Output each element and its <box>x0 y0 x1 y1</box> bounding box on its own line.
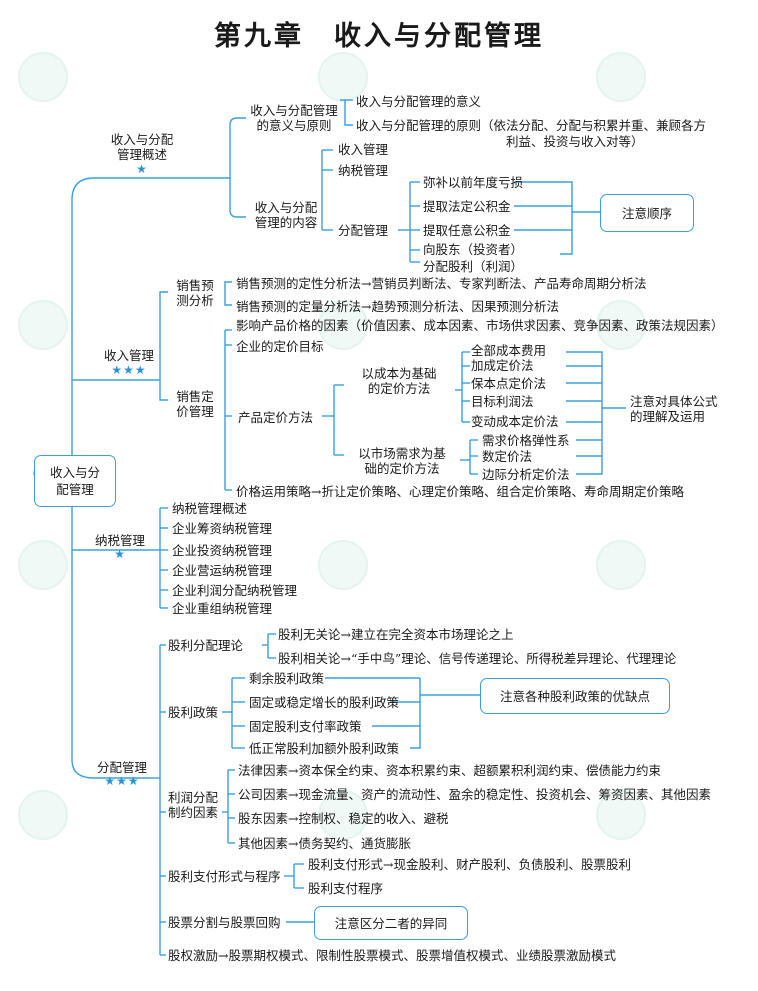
node-dividend-policy: 股利政策 <box>168 705 219 720</box>
leaf: 提取任意公积金 <box>423 223 511 238</box>
watermark-logo <box>596 540 646 590</box>
leaf: 销售预测的定性分析法→营销员判断法、专家判断法、产品寿命周期分析法 <box>236 276 647 291</box>
node-meaning-principles: 收入与分配管理 的意义与原则 <box>250 103 338 133</box>
leaf: 分配股利（利润） <box>423 259 524 274</box>
leaf: 企业营运纳税管理 <box>172 563 273 578</box>
leaf: 销售预测的定量分析法→趋势预测分析法、因果预测分析法 <box>236 299 559 314</box>
leaf: 纳税管理 <box>338 163 389 178</box>
leaf: 加成定价法 <box>471 358 534 373</box>
watermark-logo <box>18 300 68 350</box>
leaf: 剩余股利政策 <box>249 671 325 686</box>
section-label-tax: 纳税管理 <box>94 533 145 548</box>
leaf: 法律因素→资本保全约束、资本积累约束、超额累积利润约束、偿债能力约束 <box>238 763 661 778</box>
leaf: 向股东（投资者） <box>423 242 524 257</box>
rating-stars: ★★★ <box>111 363 147 377</box>
node-dividend-theory: 股利分配理论 <box>168 638 244 653</box>
leaf: 全部成本费用 <box>471 343 547 358</box>
leaf: 企业重组纳税管理 <box>172 601 273 616</box>
leaf: 边际分析定价法 <box>482 467 570 482</box>
watermark-logo <box>596 790 646 840</box>
rating-stars: ★ <box>114 547 126 561</box>
leaf: 股利相关论→“手中鸟”理论、信号传递理论、所得税差异理论、代理理论 <box>278 651 677 666</box>
section-label-overview: 收入与分配 管理概述 <box>110 132 174 162</box>
node-cost-based: 以成本为基础 的定价方法 <box>361 366 437 396</box>
watermark-logo <box>318 790 368 840</box>
page-title: 第九章 收入与分配管理 <box>214 21 544 52</box>
leaf: 企业投资纳税管理 <box>172 543 273 558</box>
leaf: 利益、投资与收入对等） <box>506 134 644 149</box>
note-box: 注意各种股利政策的优缺点 <box>480 678 670 714</box>
watermark-logo <box>18 52 68 102</box>
leaf: 收入管理 <box>338 142 389 157</box>
leaf: 目标利润法 <box>471 394 534 409</box>
leaf: 股利无关论→建立在完全资本市场理论之上 <box>278 627 514 642</box>
leaf: 企业筹资纳税管理 <box>172 521 273 536</box>
leaf: 其他因素→债务契约、通货膨胀 <box>238 836 411 851</box>
leaf: 股权激励→股票期权模式、限制性股票模式、股票增值权模式、业绩股票激励模式 <box>168 948 616 963</box>
watermark-logo <box>596 52 646 102</box>
leaf: 固定或稳定增长的股利政策 <box>249 695 400 710</box>
leaf: 收入与分配管理的原则（依法分配、分配与积累并重、兼顾各方 <box>356 118 707 133</box>
leaf: 提取法定公积金 <box>423 199 511 214</box>
leaf: 固定股利支付率政策 <box>249 719 362 734</box>
node-pricing: 销售定 价管理 <box>176 389 214 419</box>
leaf: 影响产品价格的因素（价值因素、成本因素、市场供求因素、竞争因素、政策法规因素） <box>236 318 724 333</box>
leaf: 收入与分配管理的意义 <box>356 94 482 109</box>
section-label-distribution: 分配管理 <box>96 760 147 775</box>
leaf: 企业利润分配纳税管理 <box>172 583 298 598</box>
leaf: 变动成本定价法 <box>471 414 559 429</box>
watermark-logo <box>18 790 68 840</box>
rating-stars: ★★★ <box>104 774 140 788</box>
watermark-logo <box>18 540 68 590</box>
leaf: 价格运用策略→折让定价策略、心理定价策略、组合定价策略、寿命周期定价策略 <box>236 484 684 499</box>
leaf: 企业的定价目标 <box>236 339 324 354</box>
note-box: 注意顺序 <box>600 194 694 232</box>
leaf: 分配管理 <box>338 223 389 238</box>
root-node: 收入与分 配管理 <box>34 455 116 507</box>
leaf: 弥补以前年度亏损 <box>423 175 524 190</box>
leaf: 股东因素→控制权、稳定的收入、避税 <box>238 811 449 826</box>
node-payment: 股利支付形式与程序 <box>168 869 281 884</box>
node-constraints: 利润分配 制约因素 <box>168 790 219 820</box>
watermark-logo <box>596 300 646 350</box>
leaf: 股利支付程序 <box>308 881 384 896</box>
watermark-logo <box>318 300 368 350</box>
leaf: 产品定价方法 <box>238 410 314 425</box>
leaf: 需求价格弹性系 <box>482 433 570 448</box>
node-sales-forecast: 销售预 测分析 <box>176 278 214 308</box>
section-label-revenue: 收入管理 <box>103 348 154 363</box>
node-content: 收入与分配 管理的内容 <box>254 200 318 230</box>
watermark-logo <box>318 540 368 590</box>
watermark-logo <box>318 52 368 102</box>
leaf: 保本点定价法 <box>471 376 547 391</box>
node-split-repurchase: 股票分割与股票回购 <box>168 915 281 930</box>
rating-stars: ★ <box>136 162 148 176</box>
note-text: 注意对具体公式 的理解及运用 <box>630 394 718 424</box>
note-box: 注意区分二者的异同 <box>314 906 468 940</box>
leaf: 公司因素→现金流量、资产的流动性、盈余的稳定性、投资机会、筹资因素、其他因素 <box>238 787 711 802</box>
leaf: 数定价法 <box>482 449 533 464</box>
leaf: 股利支付形式→现金股利、财产股利、负债股利、股票股利 <box>308 857 631 872</box>
leaf: 低正常股利加额外股利政策 <box>249 741 400 756</box>
leaf: 纳税管理概述 <box>172 501 248 516</box>
node-demand-based: 以市场需求为基 础的定价方法 <box>358 446 446 476</box>
